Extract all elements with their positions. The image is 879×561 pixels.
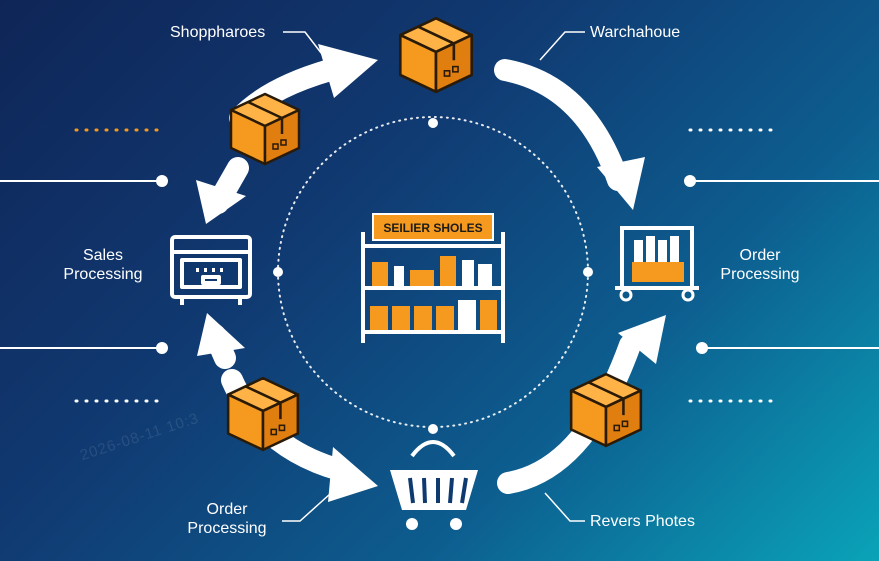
box-icon-top-left [229,92,301,166]
label-order-bottom-line1: Order [206,501,248,518]
label-order-processing-bottom: Order Processing [172,500,282,538]
arrowhead-bottom-left [328,447,378,502]
arrowhead-top-left [318,44,378,98]
arrowhead-left-top [196,180,246,224]
arrow-bottom-right [497,334,641,494]
circle-marker-bottom [428,424,438,434]
arrowhead-bottom-right [618,315,666,364]
label-sales-line2: Processing [63,266,143,283]
arrowhead-left-bottom [197,313,245,356]
side-decorations [0,128,879,403]
cart-icon [390,440,478,530]
leader-lines [282,31,585,522]
box-icon-top [398,16,474,94]
label-order-processing-right: Order Processing [705,246,815,284]
label-order-right-line2: Processing [720,266,800,283]
shelf-icon: SEILIER SHOLES [361,213,505,343]
label-order-bottom-line2: Processing [187,520,267,537]
label-shoppharoes: Shoppharoes [170,24,266,41]
box-icon-bottom-right [569,372,643,448]
label-order-right-line1: Order [739,247,781,264]
arrowhead-top-right [597,157,645,210]
circle-marker-right [583,267,593,277]
label-sales-line1: Sales [82,247,124,264]
arrow-heads [196,44,666,502]
shelf-sign-text: SEILIER SHOLES [383,221,482,235]
label-warchahoue: Warchahoue [590,24,681,41]
circle-marker-left [273,267,283,277]
arrow-top-right [494,59,629,191]
box-icon-bottom-left [226,376,300,452]
label-sales-processing: Sales Processing [48,246,158,284]
delivery-cart-icon [615,226,699,302]
label-revers-photes: Revers Photes [590,513,695,530]
circle-marker-top [428,118,438,128]
storefront-icon [170,235,252,305]
